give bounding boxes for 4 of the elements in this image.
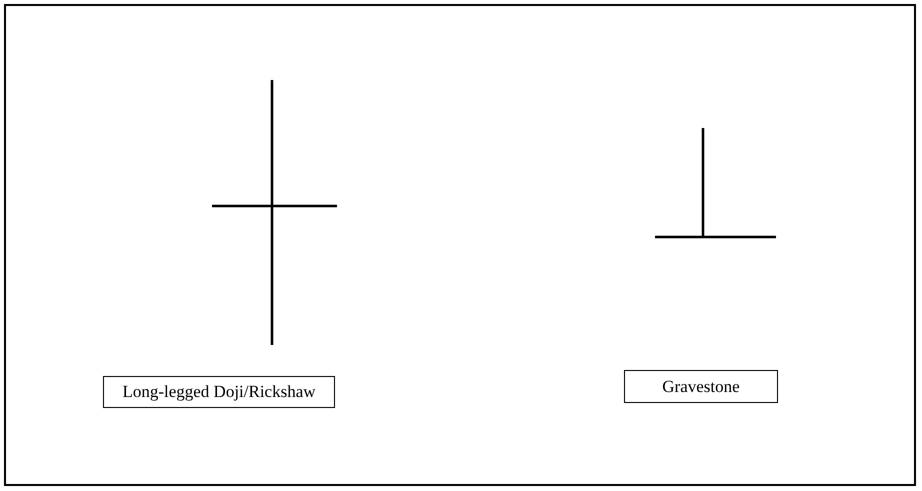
label-box bbox=[103, 376, 335, 408]
candlestick-name: Long-legged Doji/Rickshaw bbox=[122, 382, 316, 402]
label-box bbox=[624, 370, 778, 403]
candlestick-name: Gravestone bbox=[662, 376, 740, 396]
